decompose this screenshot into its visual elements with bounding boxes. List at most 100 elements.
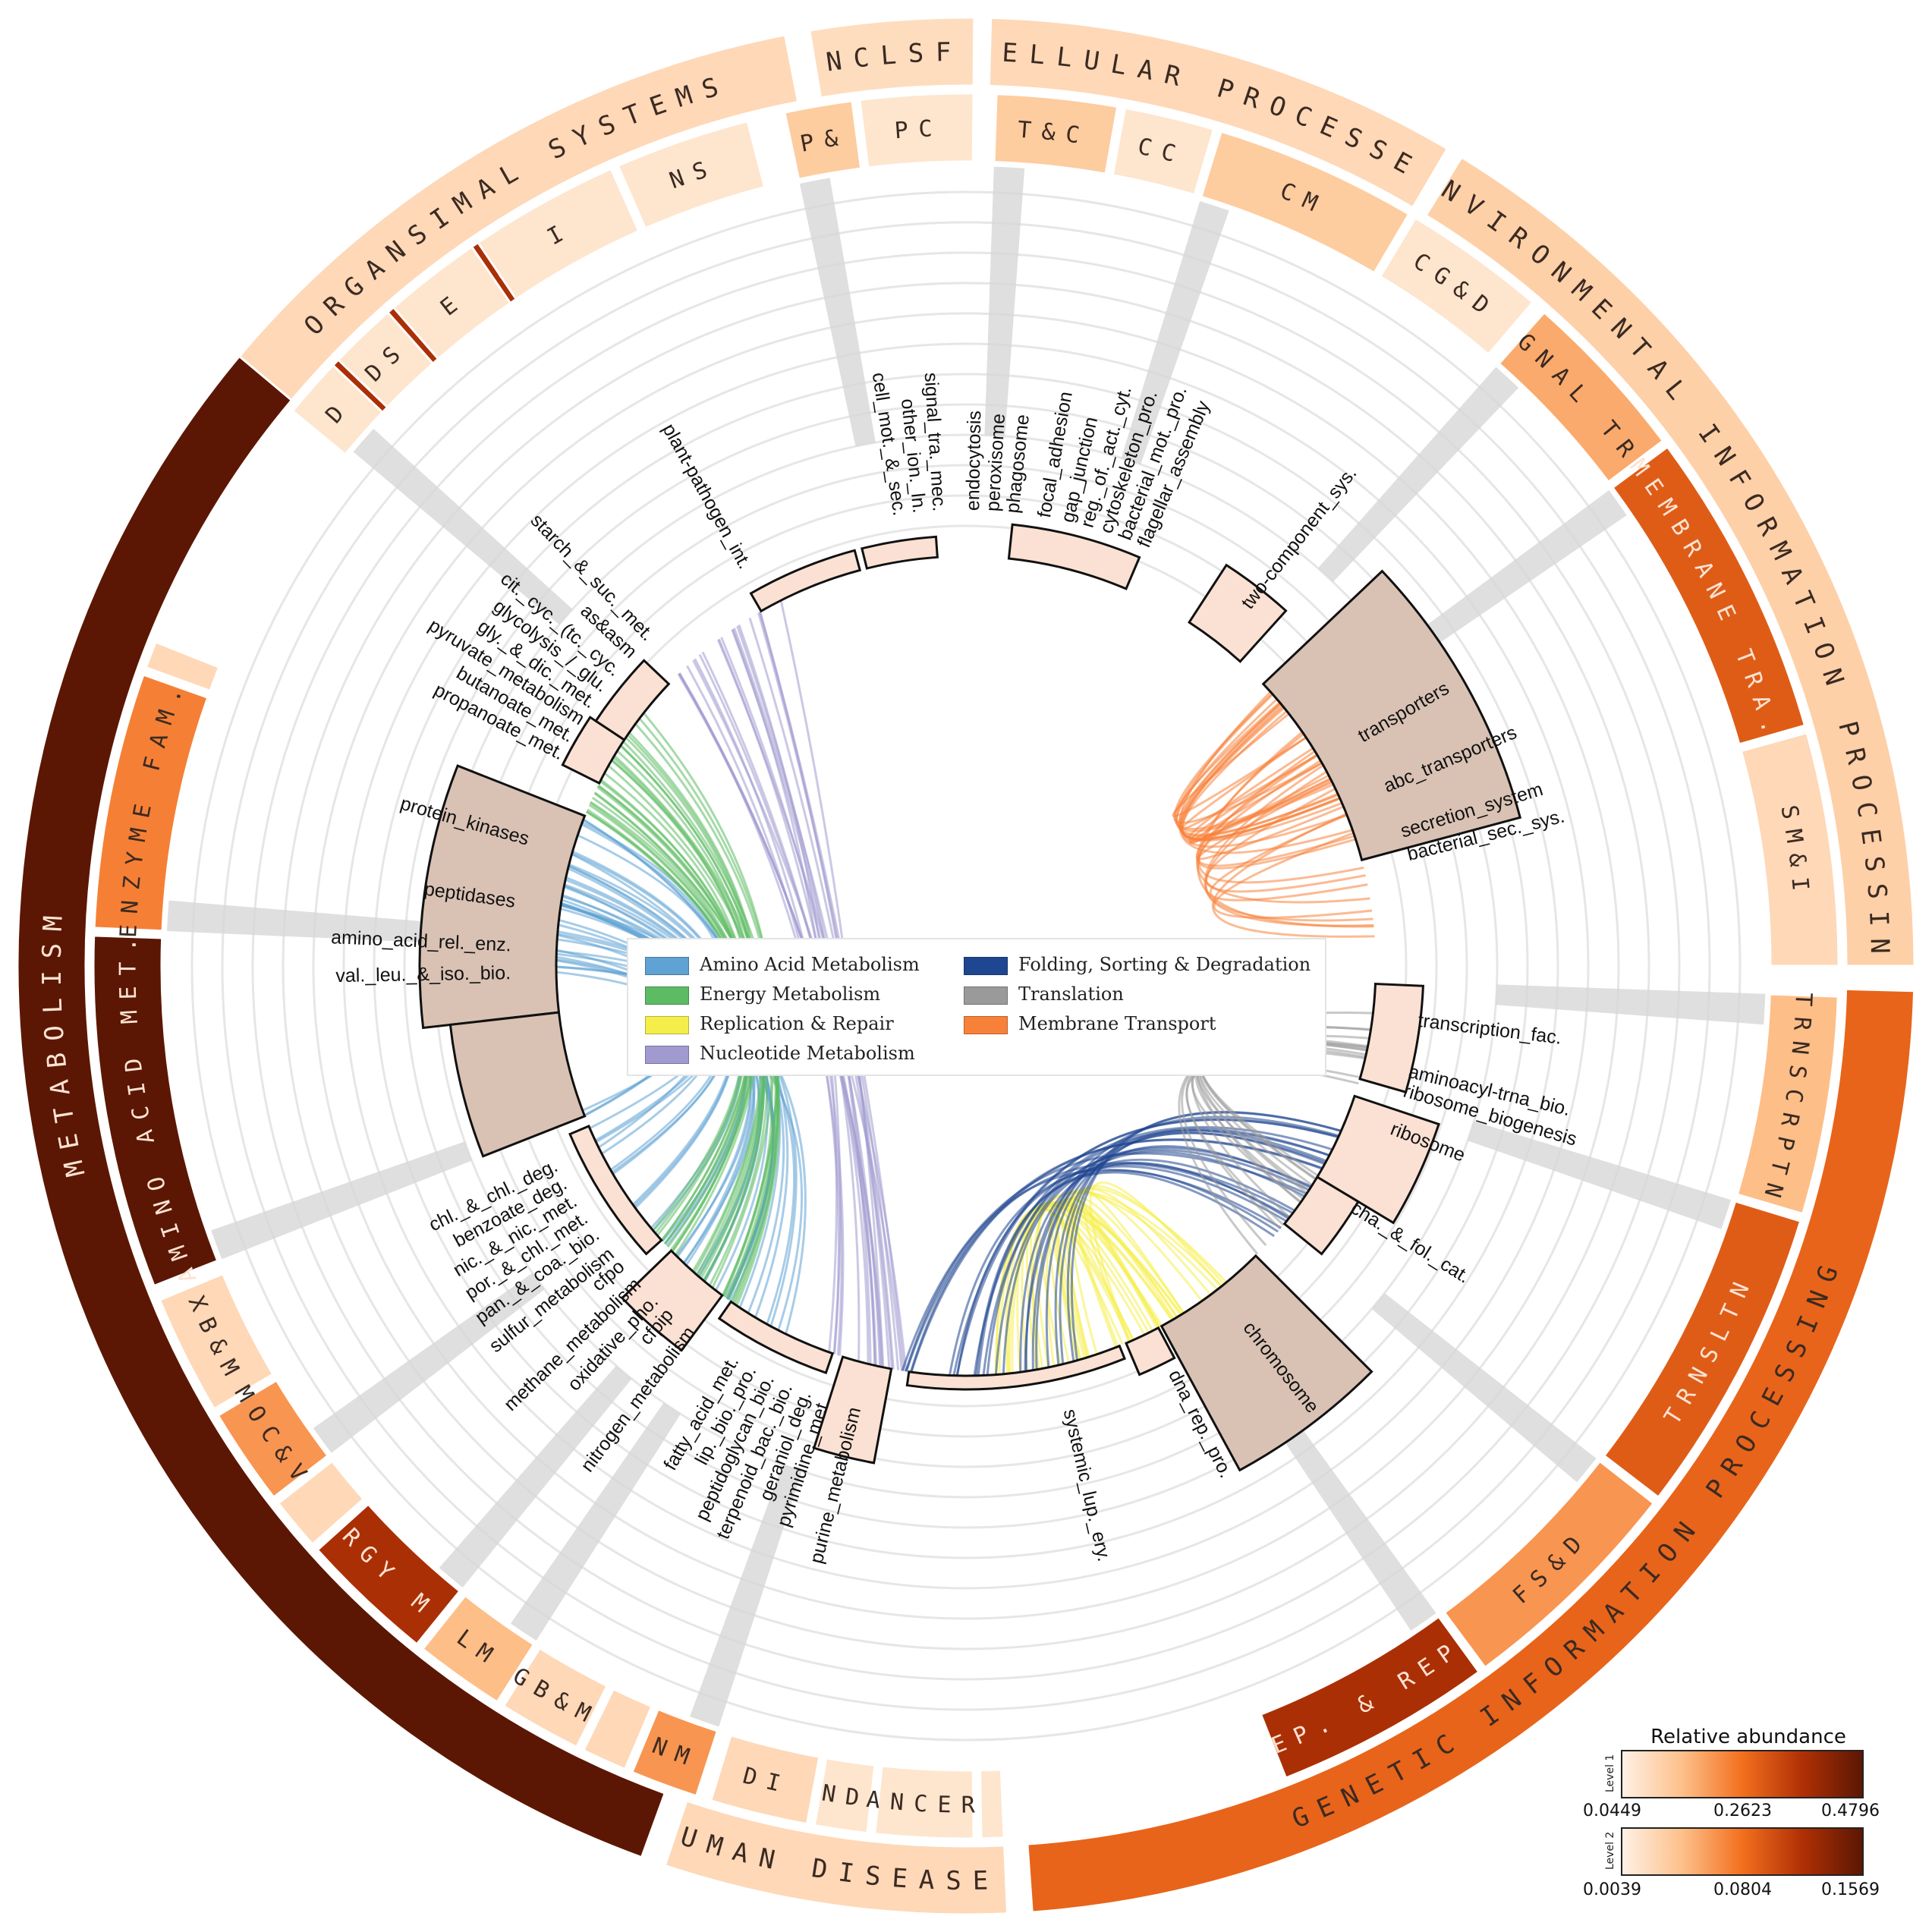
histogram-block [717, 1300, 835, 1375]
chord-link [1175, 698, 1334, 832]
legend-swatch [964, 1015, 1008, 1034]
grid-circle [312, 312, 1620, 1620]
level2-segment [93, 673, 209, 933]
pathway-label: systemic_lup._ery. [1059, 1407, 1115, 1563]
legend-item-folding: Folding, Sorting & Degradation [964, 953, 1311, 976]
level2-segment [1111, 106, 1216, 197]
chord-link [1209, 813, 1368, 901]
histogram-block [905, 1344, 1126, 1391]
level2-segment [291, 363, 385, 456]
legend-label: Translation [1018, 983, 1124, 1005]
legend-item-nucleotide: Nucleotide Metabolism [645, 1042, 915, 1065]
histogram-block [812, 1355, 893, 1465]
link-legend: Amino Acid Metabolism Energy Metabolism … [627, 938, 1326, 1076]
histogram-block [861, 535, 939, 570]
legend-swatch [645, 1045, 689, 1064]
pathway-label: transcription_fac. [1417, 1010, 1562, 1049]
chord-link [1204, 764, 1374, 927]
legend-label: Folding, Sorting & Degradation [1018, 954, 1311, 975]
connector-sector [1496, 984, 1766, 1025]
histogram-block [448, 1011, 587, 1158]
connector-sector [510, 1402, 681, 1641]
level2-segment [1735, 993, 1839, 1216]
colorbar-level1-label: Level 1 [1604, 1754, 1616, 1792]
level2-segment [813, 1757, 876, 1835]
level2-segment [616, 119, 766, 230]
connector-sector [799, 178, 876, 447]
colorbar-level2-tick: 0.1569 [1821, 1880, 1880, 1899]
pathway-label: endocytosis [962, 411, 985, 511]
level2-segment [1610, 445, 1807, 746]
level1-segment [238, 33, 800, 402]
legend-swatch [645, 986, 689, 1005]
level2-segment [1259, 1615, 1481, 1779]
histogram-block [594, 659, 671, 742]
level2-segment [392, 245, 512, 361]
pathway-label: plant-pathogen_int. [658, 420, 755, 573]
colorbar-level1-tick: 0.2623 [1713, 1801, 1772, 1820]
level1-segment [807, 16, 976, 99]
level2-label: PC [894, 115, 943, 145]
connector-sector [1121, 201, 1229, 464]
colorbar-level2-tick: 0.0804 [1713, 1880, 1772, 1899]
level2-segment [873, 1764, 975, 1840]
connector-sector [353, 429, 573, 625]
level2-segment [502, 1646, 609, 1749]
legend-item-replication: Replication & Repair [645, 1012, 894, 1035]
legend-label: Replication & Repair [700, 1013, 894, 1034]
abundance-histogram [167, 166, 1766, 1727]
histogram-block [1358, 982, 1424, 1094]
legend-item-membrane: Membrane Transport [964, 1012, 1216, 1035]
colorbar-title: Relative abundance [1650, 1726, 1846, 1748]
colorbar-level2-label: Level 2 [1604, 1831, 1616, 1870]
level2-segment [421, 1594, 536, 1704]
level2-segment [1602, 1200, 1802, 1499]
connector-sector [1261, 1396, 1436, 1631]
connector-sector [984, 166, 1025, 436]
legend-item-amino-acid: Amino Acid Metabolism [645, 953, 920, 976]
level1-segment [1424, 156, 1916, 968]
chord-link [977, 1171, 1275, 1376]
histogram-block [620, 1248, 724, 1352]
legend-label: Membrane Transport [1018, 1013, 1216, 1034]
connector-sector [1371, 1292, 1597, 1483]
connector-sector [211, 1141, 472, 1260]
histogram-block [1188, 563, 1288, 663]
level2-segment [216, 1378, 330, 1499]
level2-segment [158, 1272, 275, 1411]
level2-segment [1739, 731, 1840, 968]
level2-segment [783, 99, 863, 181]
legend-swatch [645, 1015, 689, 1034]
histogram-block [1282, 1175, 1360, 1256]
level2-segment [993, 93, 1119, 175]
chord-link [1195, 732, 1370, 904]
grid-circle [373, 373, 1559, 1559]
grid-circle [342, 342, 1590, 1590]
grid-circle [282, 282, 1650, 1650]
chord-link [948, 1165, 1288, 1376]
connector-sector [313, 1273, 545, 1453]
level1-segment [1026, 987, 1916, 1914]
chord-link [1213, 832, 1373, 919]
connector-sector [167, 900, 437, 943]
histogram-block [1007, 523, 1141, 590]
histogram-block [1261, 569, 1522, 862]
chord-link [1181, 704, 1348, 848]
histogram-block [568, 1125, 663, 1256]
colorbar-level1 [1621, 1750, 1864, 1798]
legend-swatch [964, 956, 1008, 975]
grid-circle [251, 251, 1681, 1681]
chord-link [1025, 1150, 1306, 1372]
level1-segment [987, 16, 1449, 209]
chord-link [1025, 1207, 1134, 1370]
level2-segment [858, 92, 975, 169]
grid-circle [190, 190, 1742, 1742]
radial-grid [190, 190, 1742, 1742]
legend-label: Energy Metabolism [700, 983, 881, 1005]
histogram-block [749, 549, 862, 613]
level2-segment [630, 1707, 719, 1798]
histogram-block [1125, 1326, 1176, 1377]
level2-segment [316, 1502, 462, 1646]
level2-segment [978, 1768, 1005, 1840]
